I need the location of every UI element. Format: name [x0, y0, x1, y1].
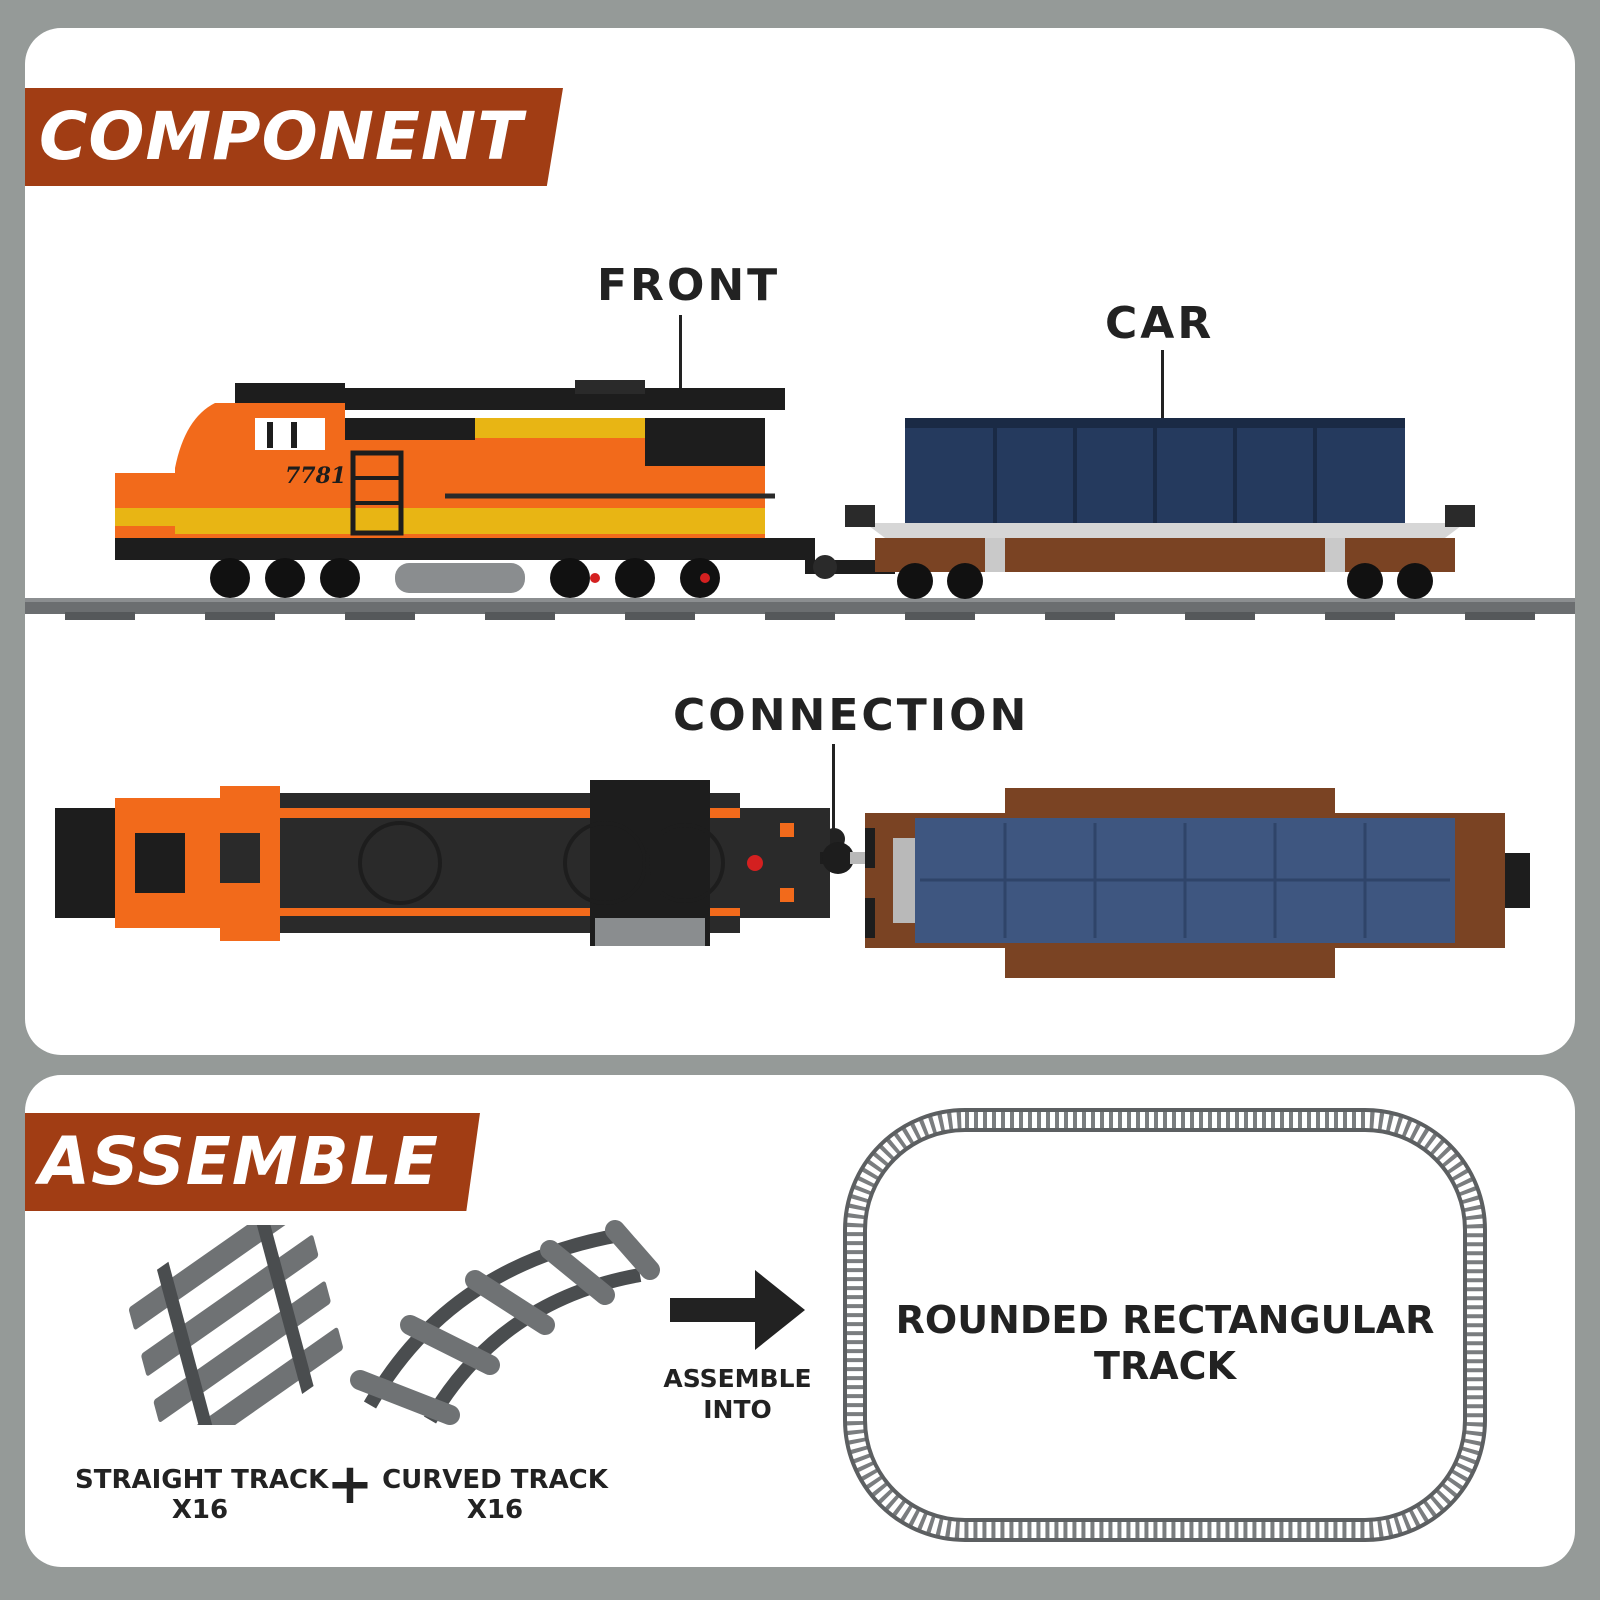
car-side-view [845, 418, 1475, 599]
assemble-into-line2: INTO [703, 1395, 772, 1424]
assemble-panel: ASSEMBLE STRAIGHT TRACK [25, 1075, 1575, 1567]
rounded-rectangular-track [843, 1108, 1487, 1542]
connection-label: CONNECTION [673, 690, 1030, 741]
component-panel: COMPONENT FRONT CAR [25, 28, 1575, 1055]
locomotive-top-view [55, 780, 830, 946]
assemble-title: ASSEMBLE [39, 1123, 440, 1200]
side-track [25, 598, 1575, 620]
curved-track-caption: CURVED TRACK X16 [380, 1465, 610, 1525]
locomotive-number: 7781 [285, 463, 346, 489]
front-label: FRONT [597, 260, 781, 311]
car-top-view [865, 788, 1530, 978]
car-leader-line [1161, 350, 1164, 430]
track-result-line1: ROUNDED RECTANGULAR [895, 1298, 1435, 1342]
straight-track-label: STRAIGHT TRACK [75, 1465, 329, 1495]
car-label: CAR [1105, 298, 1215, 349]
connection-leader-line [832, 744, 835, 836]
component-banner: COMPONENT [25, 88, 563, 186]
assemble-banner: ASSEMBLE [25, 1113, 480, 1211]
straight-track-piece [129, 1225, 343, 1425]
front-leader-line [679, 315, 682, 395]
track-result-caption: ROUNDED RECTANGULAR TRACK [885, 1297, 1445, 1389]
coupler-side-view [805, 555, 895, 579]
straight-track-caption: STRAIGHT TRACK X16 [75, 1465, 329, 1525]
right-arrow-icon [670, 1270, 805, 1350]
component-title: COMPONENT [39, 98, 524, 175]
plus-icon: + [326, 1452, 374, 1517]
curved-track-count: X16 [466, 1495, 524, 1525]
straight-track-count: X16 [171, 1495, 229, 1525]
assemble-into-line1: ASSEMBLE [663, 1364, 812, 1393]
locomotive-side-view: 7781 [115, 380, 815, 598]
curved-track-piece [350, 1220, 660, 1425]
curved-track-label: CURVED TRACK [382, 1465, 608, 1495]
assemble-into-caption: ASSEMBLE INTO [655, 1363, 820, 1425]
track-result-line2: TRACK [1094, 1344, 1236, 1388]
